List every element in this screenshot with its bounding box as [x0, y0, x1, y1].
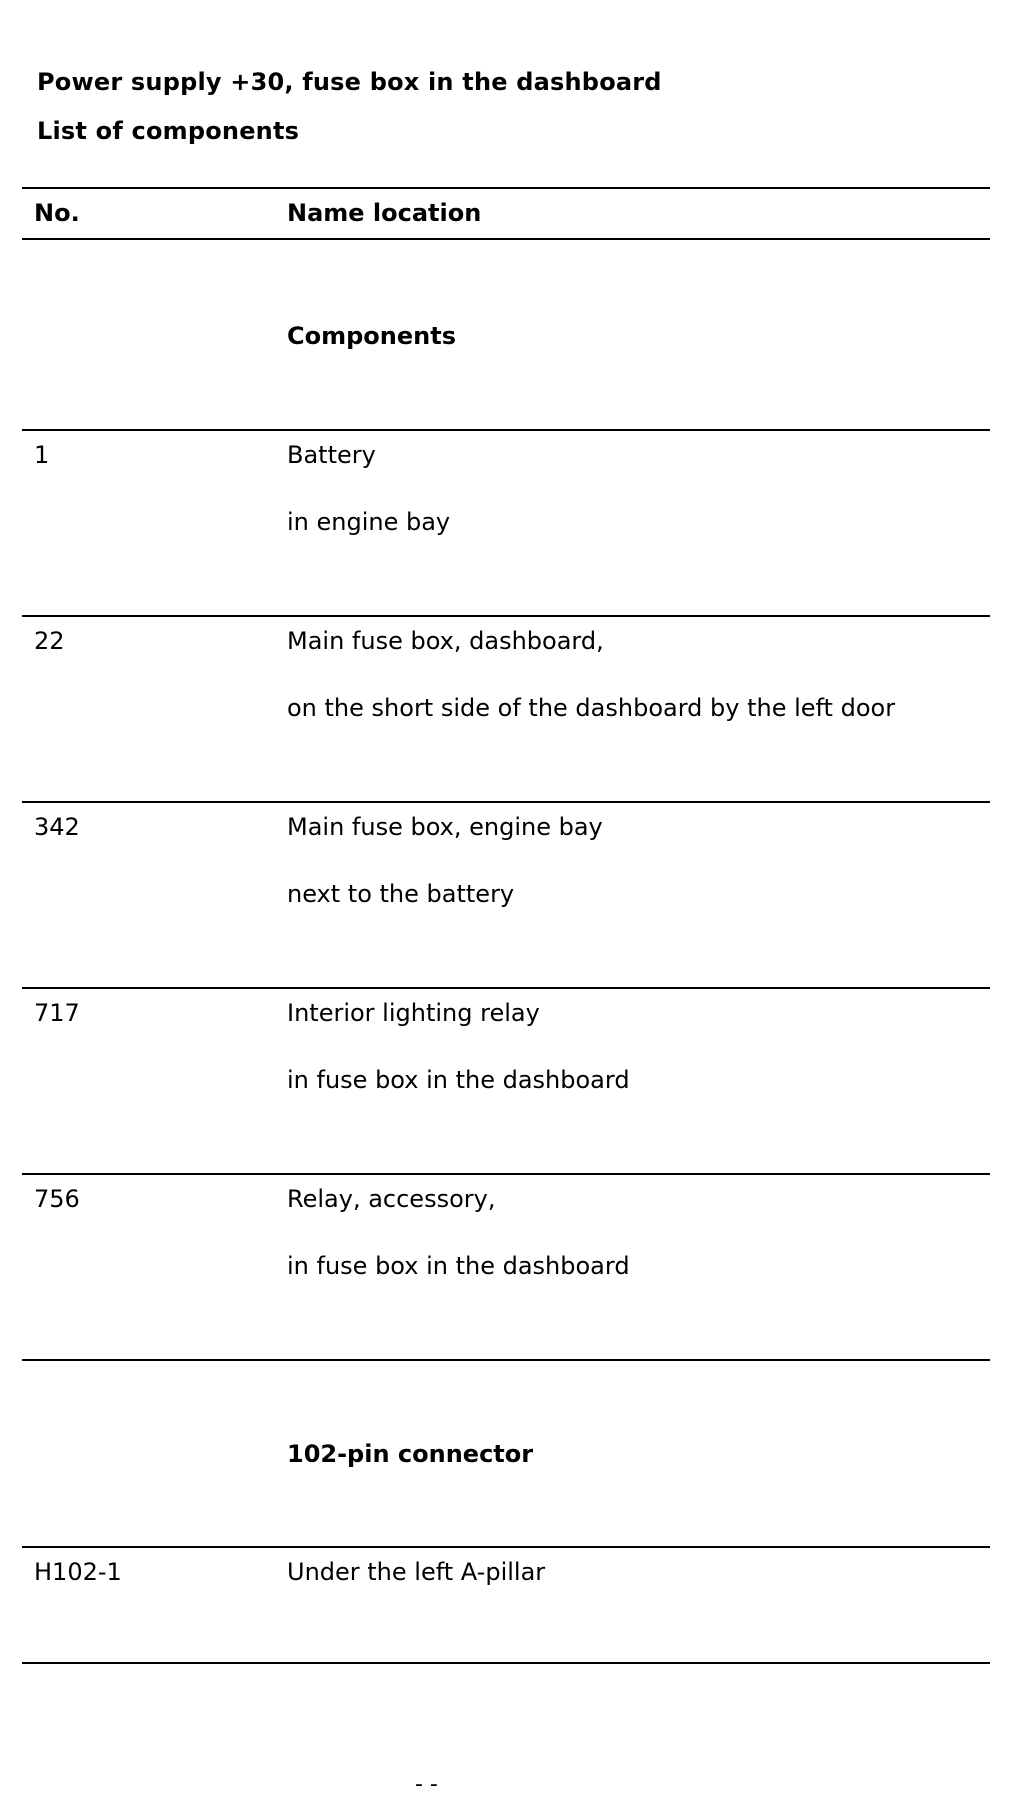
row-rule [22, 429, 990, 431]
table-bottom-rule [22, 1662, 990, 1664]
row-rule [22, 987, 990, 989]
row-number: 756 [34, 1185, 80, 1213]
row-location: on the short side of the dashboard by th… [287, 694, 896, 722]
row-number: 717 [34, 999, 80, 1027]
row-name: Interior lighting relay [287, 999, 540, 1027]
row-number: 1 [34, 441, 50, 469]
row-number: 342 [34, 813, 80, 841]
table-header-rule [22, 238, 990, 240]
section-heading-connector: 102-pin connector [287, 1440, 534, 1468]
row-location: in fuse box in the dashboard [287, 1252, 630, 1280]
row-name: Battery [287, 441, 376, 469]
row-rule [22, 1173, 990, 1175]
row-name: Main fuse box, engine bay [287, 813, 603, 841]
row-rule [22, 801, 990, 803]
section-heading-components: Components [287, 322, 456, 350]
row-name: Under the left A-pillar [287, 1558, 546, 1586]
column-header-name-location: Name location [287, 199, 482, 227]
row-name: Main fuse box, dashboard, [287, 627, 604, 655]
row-location: in engine bay [287, 508, 451, 536]
column-header-number: No. [34, 199, 80, 227]
row-location: in fuse box in the dashboard [287, 1066, 630, 1094]
row-rule [22, 1546, 990, 1548]
row-rule [22, 615, 990, 617]
row-number: 22 [34, 627, 65, 655]
document-subtitle: List of components [37, 117, 300, 145]
row-name: Relay, accessory, [287, 1185, 496, 1213]
section-rule [22, 1359, 990, 1361]
table-top-rule [22, 187, 990, 189]
row-number: H102-1 [34, 1558, 122, 1586]
document-title: Power supply +30, fuse box in the dashbo… [37, 68, 662, 96]
row-location: next to the battery [287, 880, 515, 908]
page-number-fragment: - - [415, 1772, 438, 1797]
